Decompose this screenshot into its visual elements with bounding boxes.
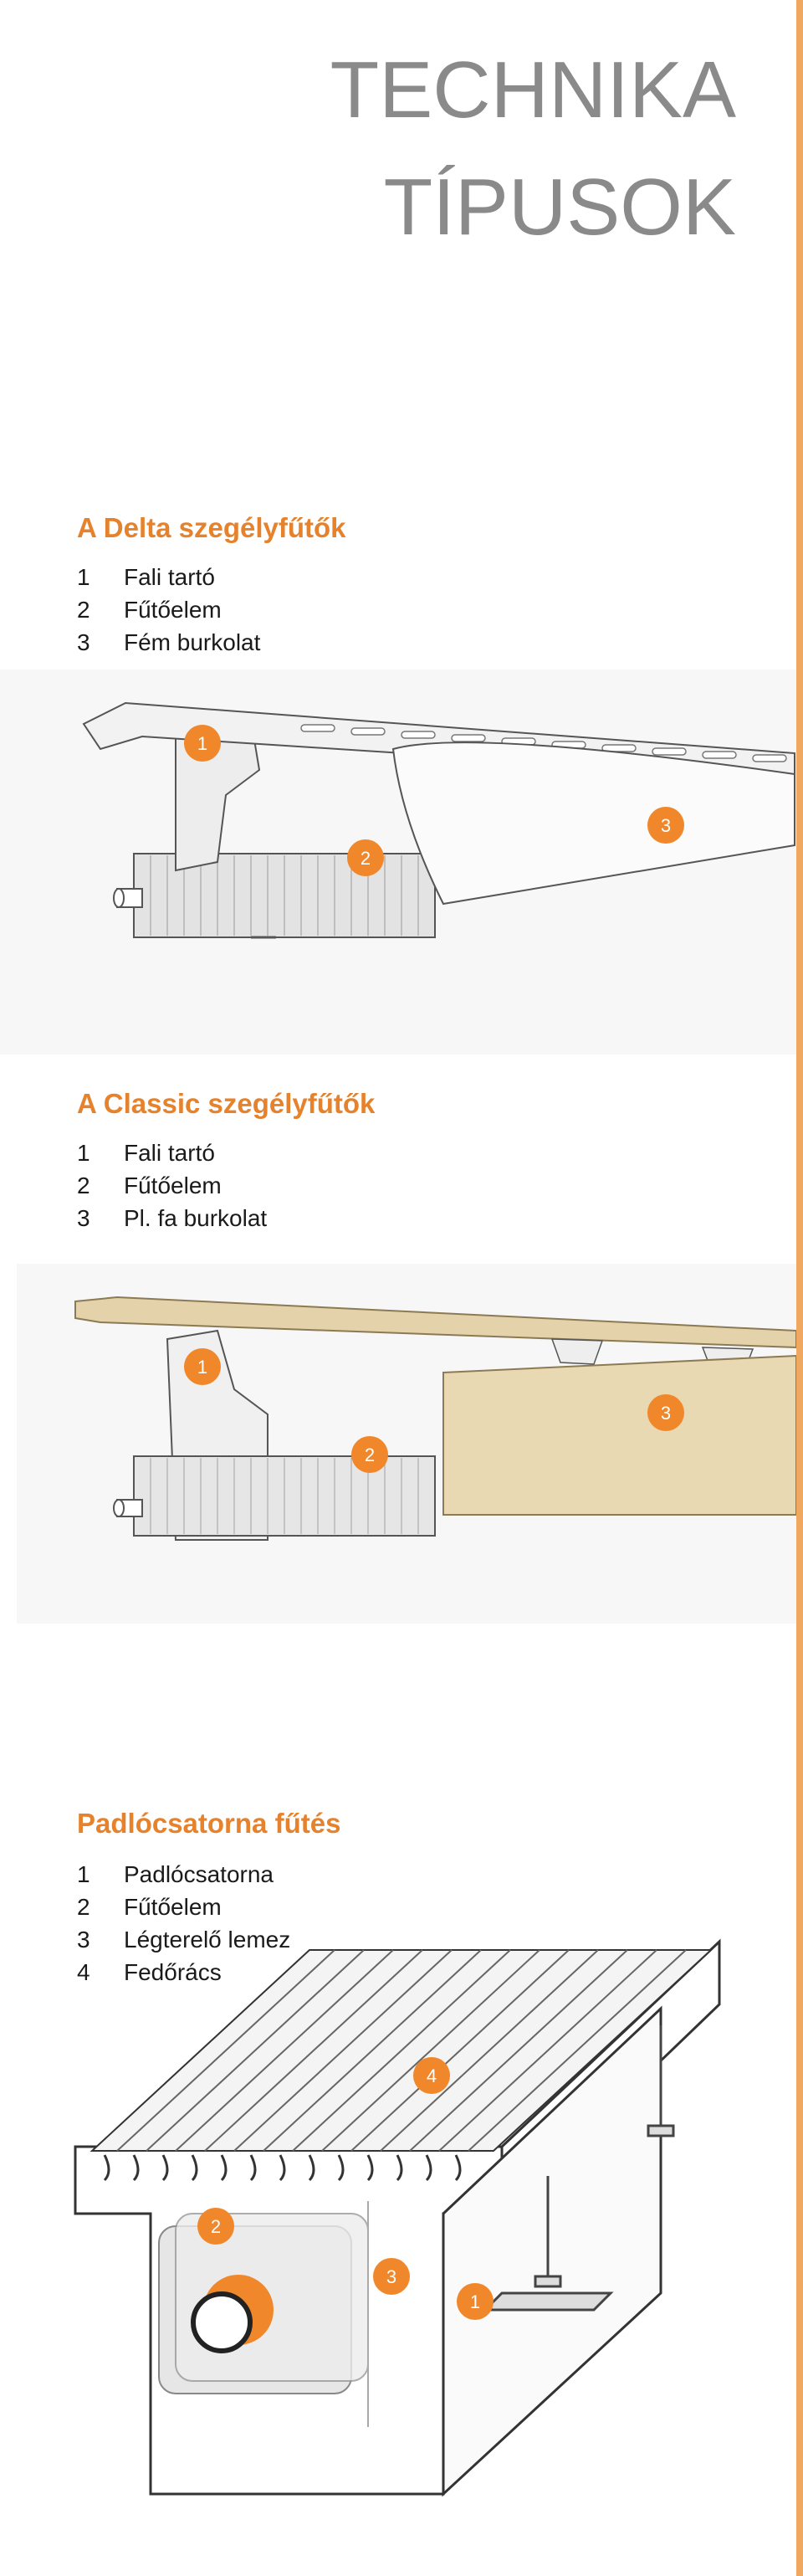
section-heading-classic: A Classic szegélyfűtők [77, 1088, 376, 1119]
section-heading-delta: A Delta szegélyfűtők [77, 512, 346, 543]
classic-badge-1: 1 [197, 1357, 207, 1378]
floor-badge-2: 2 [211, 2216, 221, 2237]
floor-channel-illustration: 4 2 3 1 [74, 1938, 721, 2497]
floor-badge-1: 1 [470, 2291, 480, 2312]
delta-heater-illustration: 1 2 3 [0, 670, 796, 1055]
delta-badge-1: 1 [197, 733, 207, 754]
orange-side-line [796, 0, 803, 2576]
delta-badge-3: 3 [661, 815, 671, 836]
classic-badge-2: 2 [365, 1445, 375, 1465]
section-heading-floor-channel: Padlócsatorna fűtés [77, 1808, 341, 1839]
classic-heater-illustration: 1 2 3 [17, 1264, 796, 1624]
floor-badge-3: 3 [386, 2266, 396, 2287]
page-title-line1: TECHNIKA [330, 45, 736, 135]
floor-badge-4: 4 [427, 2065, 437, 2086]
delta-badge-2: 2 [361, 848, 371, 869]
page-title-line2: TÍPUSOK [383, 162, 736, 252]
classic-badge-3: 3 [661, 1403, 671, 1424]
